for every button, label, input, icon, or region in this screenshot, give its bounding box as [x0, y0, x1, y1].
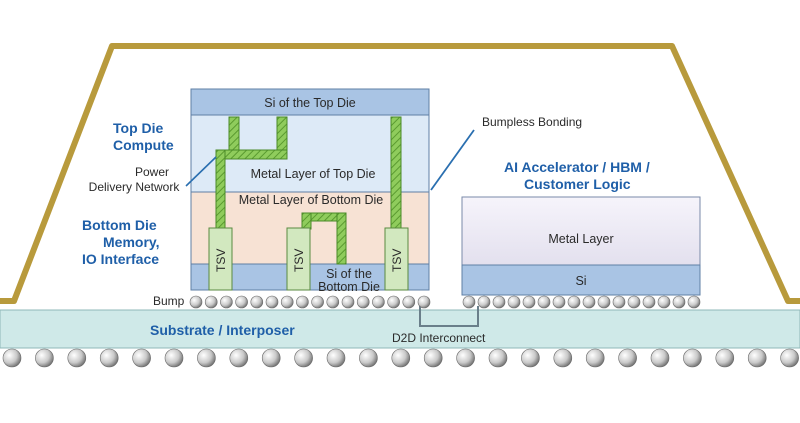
package-ball [747, 348, 767, 368]
package-outline [0, 43, 800, 304]
micro-bump [280, 295, 294, 309]
micro-bump [235, 295, 248, 309]
micro-bump [612, 295, 626, 309]
package-ball [553, 348, 573, 368]
micro-bump [657, 295, 671, 309]
tsv-1-label: TSV [214, 249, 228, 272]
micro-bump [356, 295, 370, 309]
bottom-die-label-3: IO Interface [82, 251, 159, 267]
package-ball [326, 348, 346, 368]
package-ball [423, 348, 443, 368]
substrate-label: Substrate / Interposer [150, 322, 295, 338]
top-die-si [190, 88, 430, 116]
package-ball [261, 348, 281, 368]
package-ball [780, 348, 799, 368]
micro-bump [220, 295, 233, 309]
bumpless-leader-line [430, 129, 475, 191]
bottom-die-label-1: Bottom Die [82, 217, 157, 233]
ai-accelerator-label-1: AI Accelerator / HBM / [504, 159, 650, 175]
micro-bump [417, 295, 431, 309]
micro-bump [296, 295, 309, 309]
micro-bump [507, 295, 521, 309]
package-ball [197, 348, 216, 368]
micro-bump [372, 295, 385, 309]
package-ball [715, 348, 735, 368]
substrate-interposer [0, 309, 800, 349]
package-ball [99, 348, 119, 368]
top-die-metal-label: Metal Layer of Top Die [251, 167, 376, 181]
ai-si-label: Si [575, 274, 586, 288]
micro-bump [552, 295, 566, 309]
bump-label: Bump [153, 294, 185, 308]
package-ball [132, 348, 151, 368]
tsv-1 [208, 227, 233, 291]
power-delivery-network [215, 116, 402, 265]
micro-bumps [189, 295, 701, 309]
micro-bump [204, 295, 218, 309]
micro-bump [597, 295, 611, 309]
micro-bump [687, 295, 701, 309]
package-ball [391, 348, 411, 368]
ai-accelerator-label-2: Customer Logic [524, 176, 631, 192]
ai-metal-label: Metal Layer [548, 232, 613, 246]
micro-bump [627, 295, 641, 309]
package-ball [585, 348, 605, 368]
micro-bump [642, 295, 656, 309]
package-ball [164, 348, 184, 368]
package-ball [294, 348, 313, 368]
package-ball [650, 348, 670, 368]
micro-bump [189, 295, 203, 309]
package-ball [521, 348, 540, 368]
bottom-die-label-2: Memory, [103, 234, 160, 250]
bumpless-bonding-label: Bumpless Bonding [482, 115, 582, 129]
tsv-3-label: TSV [390, 249, 404, 272]
tsv-3 [384, 227, 409, 291]
micro-bump [387, 295, 400, 309]
package-balls [2, 348, 799, 368]
package-ball [683, 348, 702, 368]
micro-bump [341, 295, 355, 309]
micro-bump [326, 295, 340, 309]
micro-bump [522, 295, 536, 309]
ai-metal-layer [461, 196, 701, 266]
top-die-si-label: Si of the Top Die [264, 96, 356, 110]
bottom-die-si-label-1: Si of the [326, 267, 372, 281]
package-ball [488, 348, 508, 368]
micro-bump [265, 295, 279, 309]
top-die-compute-label-1: Top Die [113, 120, 164, 136]
micro-bump [582, 295, 596, 309]
micro-bump [672, 295, 686, 309]
package-ball [456, 348, 475, 368]
package-ball [359, 348, 378, 368]
package-ball [35, 348, 54, 368]
micro-bump [537, 295, 551, 309]
bottom-die-metal-label: Metal Layer of Bottom Die [239, 193, 384, 207]
micro-bump [492, 295, 506, 309]
ai-accelerator-die: Metal Layer Si [461, 196, 701, 296]
power-label-1: Power [135, 165, 169, 179]
package-ball [67, 348, 87, 368]
micro-bump [567, 295, 581, 309]
micro-bump [462, 295, 476, 309]
tsv-2-label: TSV [292, 249, 306, 272]
d2d-interconnect-trace [419, 306, 479, 327]
package-ball [2, 348, 22, 368]
power-label-2: Delivery Network [89, 180, 181, 194]
d2d-label: D2D Interconnect [392, 331, 486, 345]
ai-si-layer [461, 264, 701, 296]
stacked-die: TSV TSV TSV Si of the Top Die Metal Laye… [190, 88, 430, 294]
micro-bump [477, 295, 491, 309]
micro-bump [311, 295, 324, 309]
micro-bump [402, 295, 416, 309]
package-ball [618, 348, 637, 368]
tsv-2 [286, 227, 311, 291]
micro-bump [250, 295, 264, 309]
top-die-compute-label-2: Compute [113, 137, 174, 153]
package-ball [229, 348, 249, 368]
bottom-die-si-label-2: Bottom Die [318, 280, 380, 294]
power-leader-line [185, 156, 217, 187]
